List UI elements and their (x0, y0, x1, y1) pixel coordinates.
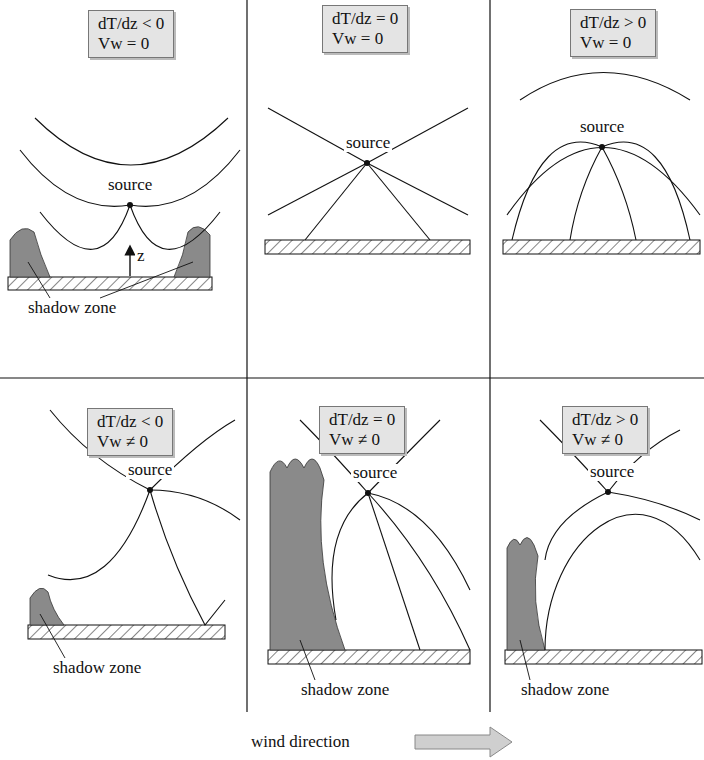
condition-box: dT/dz > 0Vw = 0 (570, 9, 656, 57)
shadow-zone-label: shadow zone (519, 681, 611, 699)
shadow-zone-label: shadow zone (26, 299, 118, 317)
source-label: source (106, 176, 154, 194)
leader-lines (28, 262, 530, 680)
source-label: source (588, 463, 636, 481)
condition-text: dT/dz < 0 (98, 14, 164, 34)
source-label: source (344, 134, 392, 152)
shadow-zones (10, 227, 545, 650)
shadow-zone-label: shadow zone (299, 681, 391, 699)
condition-text: Vw = 0 (580, 33, 646, 53)
condition-text: dT/dz > 0 (572, 410, 638, 430)
condition-text: Vw ≠ 0 (572, 430, 638, 450)
source-label: source (578, 118, 626, 136)
condition-text: Vw ≠ 0 (329, 430, 395, 450)
condition-box: dT/dz = 0Vw ≠ 0 (319, 406, 405, 454)
sound-rays (20, 73, 700, 651)
condition-text: dT/dz < 0 (97, 412, 163, 432)
source-dots (127, 144, 611, 496)
condition-text: dT/dz = 0 (329, 410, 395, 430)
condition-text: Vw = 0 (98, 34, 164, 54)
source-label: source (351, 464, 399, 482)
wind-arrow (415, 727, 512, 757)
condition-box: dT/dz < 0Vw = 0 (88, 10, 174, 58)
condition-text: dT/dz > 0 (580, 13, 646, 33)
wind-label: wind direction (249, 733, 352, 751)
condition-box: dT/dz < 0Vw ≠ 0 (87, 408, 173, 456)
condition-text: Vw = 0 (332, 29, 398, 49)
condition-box: dT/dz > 0Vw ≠ 0 (562, 406, 648, 454)
condition-text: Vw ≠ 0 (97, 432, 163, 452)
shadow-zone-label: shadow zone (51, 659, 143, 677)
axis-label: z (135, 247, 147, 265)
panel-dividers (0, 0, 704, 712)
source-label: source (126, 461, 174, 479)
condition-box: dT/dz = 0Vw = 0 (322, 5, 408, 53)
ground-strips (8, 240, 702, 664)
condition-text: dT/dz = 0 (332, 9, 398, 29)
z-axis-arrow (129, 250, 130, 276)
